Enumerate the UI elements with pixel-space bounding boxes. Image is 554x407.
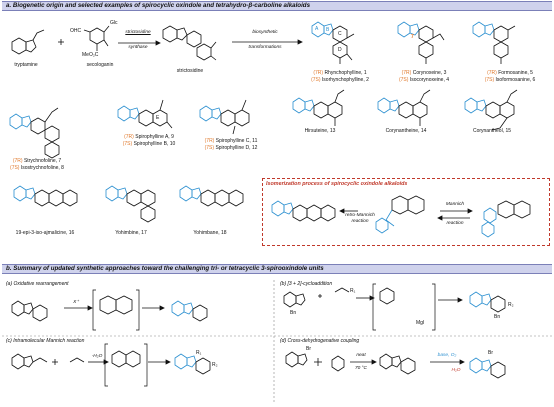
secologanin-label: secologanin xyxy=(86,62,114,68)
minus-h2o-label: -H₂O xyxy=(91,354,103,359)
panel-a-title: (a) Oxidative rearrangement xyxy=(6,281,69,287)
h2o-label: H₂O xyxy=(451,368,461,373)
corynantheine-structure xyxy=(377,89,431,126)
br-label-d1: Br xyxy=(306,346,311,352)
formosanine-structure xyxy=(472,21,516,64)
compound-label-7: (7R) Strychnofoline, 7 xyxy=(12,158,62,164)
spirophylline-cd-structure xyxy=(199,99,250,135)
panel-b-title: (b) [3 + 2]-cycloaddition xyxy=(280,281,333,287)
section-a-header: a. Biogenetic origin and selected exampl… xyxy=(2,1,552,11)
compound-label-18: Yohimbane, 18 xyxy=(193,230,227,236)
cho-label: OHC xyxy=(70,28,82,34)
iso-middle-structure xyxy=(375,195,425,234)
compound-label-6: (7S) Isoformosanine, 6 xyxy=(484,77,536,83)
biosynthetic-label: biosynthetic xyxy=(252,30,278,35)
compound-label-13: Hirsuteine, 13 xyxy=(304,128,336,134)
compound-label-4: (7S) Isocorynoxeine, 4 xyxy=(398,77,450,83)
compound-label-10: (7S) Spirophylline B, 10 xyxy=(122,141,176,147)
corynantheol-structure xyxy=(464,89,518,131)
panel-d-structures xyxy=(285,351,506,379)
neat-label: neat xyxy=(356,353,366,358)
secologanin-structure xyxy=(83,25,110,51)
strychnofoline-structure xyxy=(9,107,60,159)
panel-c-structures xyxy=(11,350,211,375)
meo2c-label: MeO₂C xyxy=(82,52,99,58)
compound-label-2: (7S) Isorhynchophylline, 2 xyxy=(311,77,369,83)
compound-label-1: (7R) Rhynchophylline, 1 xyxy=(313,70,367,76)
isomerization-title: Isomerization process of spirocyclic oxi… xyxy=(266,181,408,187)
rhynchophylline-structure xyxy=(311,21,355,64)
compound-label-15: Corynantheol, 15 xyxy=(472,128,512,134)
mannich-reaction-label: reaction xyxy=(446,221,464,226)
iso-left-structure xyxy=(271,200,336,222)
compound-label-11: (7R) Spirophylline C, 11 xyxy=(204,138,258,144)
yohimbine-structure xyxy=(105,185,156,223)
tryptamine-structure xyxy=(11,29,45,55)
compound-label-14: Corynantheine, 14 xyxy=(385,128,427,134)
transformations-label: transformations xyxy=(248,45,282,50)
r1-label-c: R₁ xyxy=(196,350,202,356)
strictosidine-label: strictosidine xyxy=(176,68,204,74)
ring-label-e: E xyxy=(156,115,160,121)
r2-label-c: R₂ xyxy=(212,362,218,368)
ajmalicine-structure xyxy=(13,185,78,207)
br-label-d2: Br xyxy=(488,350,493,356)
isomerization-box xyxy=(262,178,550,246)
enzyme-type: synthase xyxy=(128,45,148,50)
retro-mannich-label: retro-Mannich xyxy=(345,213,375,218)
iso-right-structure xyxy=(481,200,531,238)
compound-label-9: (7R) Spirophylline A, 9 xyxy=(124,134,174,140)
compound-label-8: (7S) Isostrychnofoline, 8 xyxy=(10,165,64,171)
strictosidine-structure xyxy=(162,25,217,61)
temp-label: 70 °C xyxy=(354,366,368,371)
mgi-label: MgI xyxy=(416,320,425,326)
tryptamine-label: tryptamine xyxy=(14,62,38,68)
bn-label-b1: Bn xyxy=(290,310,297,316)
ring-label-a: A xyxy=(315,26,319,32)
compound-label-17: Yohimbine, 17 xyxy=(115,230,147,236)
spirophylline-ab-structure xyxy=(117,99,173,129)
compound-label-16: 19-epi-3-iso-ajmalicine, 16 xyxy=(15,230,75,236)
ring-label-c: C xyxy=(338,31,342,37)
bn-label-b2: Bn xyxy=(494,314,501,320)
glc-label: Glc xyxy=(110,20,118,26)
panel-d-title: (d) Cross-dehydrogenative coupling xyxy=(280,338,360,344)
section-b-header: b. Summary of updated synthetic approach… xyxy=(2,264,552,274)
mannich-label: Mannich xyxy=(445,202,465,207)
compound-label-12: (7S) Spirophylline D, 12 xyxy=(204,145,258,151)
panel-a-structures xyxy=(11,295,208,322)
corynoxeine-structure xyxy=(397,21,445,64)
r1-label-b: R₁ xyxy=(350,288,356,294)
yohimbane-structure xyxy=(179,185,244,207)
r2-label-b: R₂ xyxy=(508,302,514,308)
ring-label-d: D xyxy=(338,47,342,53)
x-plus-label: X⁺ xyxy=(73,300,79,305)
retro-reaction-label: reaction xyxy=(351,219,369,224)
enzyme-name: strictosidine xyxy=(125,30,151,35)
hirsuteine-structure xyxy=(292,89,345,126)
ring-label-b: B xyxy=(326,27,330,33)
panel-c-title: (c) Intramolecular Mannich reaction xyxy=(6,338,85,344)
base-label: base, O₂ xyxy=(437,353,457,358)
spiro-7-label: 7 xyxy=(411,34,414,40)
compound-label-3: (7R) Corynoxeine, 3 xyxy=(401,70,447,76)
panel-b-structures xyxy=(283,287,506,313)
compound-label-5: (7R) Formosanine, 5 xyxy=(487,70,533,76)
